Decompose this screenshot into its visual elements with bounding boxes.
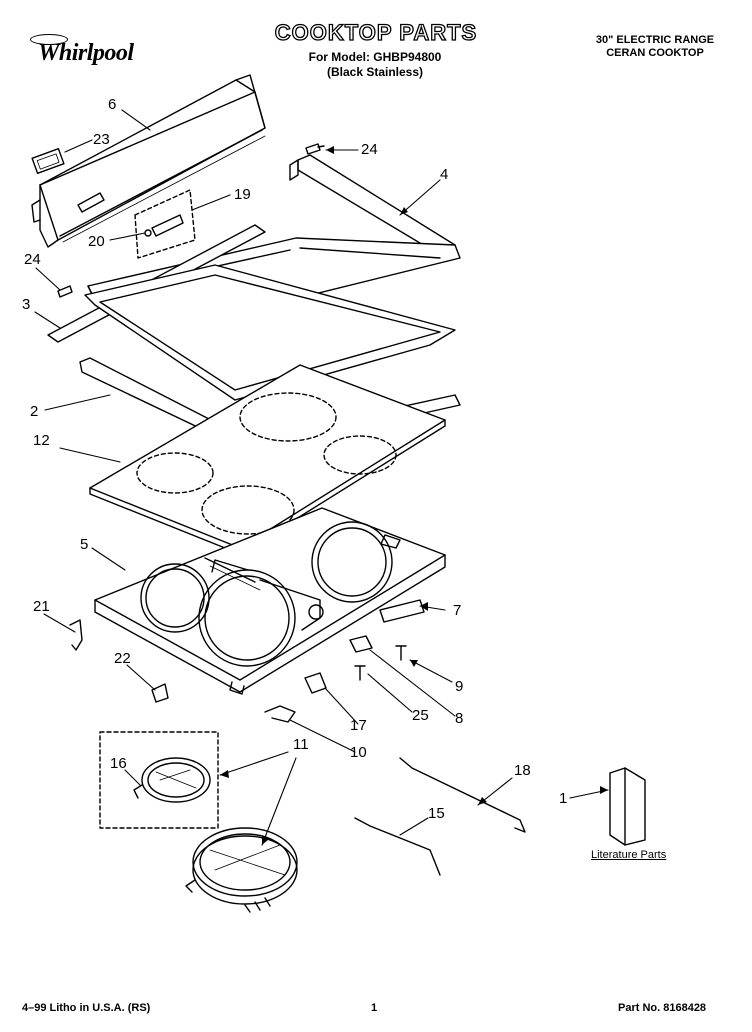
part-22-clip — [151, 683, 169, 703]
part-15-rod — [354, 817, 441, 876]
callout-20: 20 — [88, 233, 105, 250]
part-8-bracket — [349, 635, 373, 653]
brand-name: Whirlpool — [38, 40, 134, 66]
part-21-clip — [69, 619, 83, 651]
callout-18: 18 — [514, 762, 531, 779]
part-1-literature — [609, 767, 646, 846]
part-9-screw — [395, 645, 407, 661]
part-6-backguard — [31, 74, 266, 248]
part-18-rod — [399, 757, 526, 833]
callout-10: 10 — [350, 744, 367, 761]
model-color: (Black Stainless) — [326, 65, 424, 79]
footer-page-number: 1 — [371, 1002, 378, 1014]
part-24-screw-left — [57, 285, 73, 298]
callout-21: 21 — [33, 598, 50, 615]
callout-11: 11 — [293, 736, 309, 753]
callout-22: 22 — [114, 650, 131, 667]
callout-23: 23 — [93, 131, 110, 148]
literature-parts-label: Literature Parts — [591, 849, 667, 861]
part-25-screw — [354, 665, 366, 681]
callout-7: 7 — [453, 602, 462, 619]
model-info: For Model: GHBP94800 (Black Stainless) — [270, 50, 480, 80]
arrowheads — [220, 146, 608, 845]
part-24-screw-top — [305, 143, 325, 155]
callout-8: 8 — [455, 710, 464, 727]
callout-24-top: 24 — [361, 141, 378, 158]
callout-3: 3 — [22, 296, 31, 313]
leader-lines — [34, 109, 609, 846]
range-info: 30" ELECTRIC RANGE CERAN COOKTOP — [570, 34, 740, 60]
part-2-gasket — [79, 264, 461, 453]
footer-part-number: Part No. 8168428 — [618, 1002, 707, 1014]
callout-25: 25 — [412, 707, 429, 724]
part-19-20-group — [134, 189, 196, 259]
part-23-badge — [31, 147, 65, 175]
part-17-connector — [304, 672, 327, 694]
callout-24-left: 24 — [24, 251, 41, 268]
callout-6: 6 — [108, 96, 117, 113]
footer-litho: 4–99 Litho in U.S.A. (RS) — [22, 1002, 151, 1014]
callout-9: 9 — [455, 678, 464, 695]
part-7-bracket — [379, 599, 425, 623]
callout-4: 4 — [440, 166, 449, 183]
model-line: For Model: GHBP94800 — [308, 50, 442, 64]
part-5-burner-box — [94, 507, 446, 695]
part-10-wire-clip — [264, 705, 296, 723]
range-line-1: 30" ELECTRIC RANGE — [595, 34, 715, 46]
callout-1: 1 — [559, 790, 568, 807]
range-line-2: CERAN COOKTOP — [606, 47, 704, 59]
callout-2: 2 — [30, 403, 39, 420]
callout-12: 12 — [33, 432, 50, 449]
callout-19: 19 — [234, 186, 251, 203]
callout-17: 17 — [350, 717, 367, 734]
callout-5: 5 — [80, 536, 89, 553]
part-11-element-large — [185, 827, 298, 913]
logo-oval — [30, 34, 68, 45]
callout-15: 15 — [428, 805, 445, 822]
page-title: COOKTOP PARTS — [274, 19, 478, 45]
part-16-element-small — [99, 731, 219, 829]
callout-16: 16 — [110, 755, 127, 772]
whirlpool-logo: Whirlpool — [30, 34, 150, 70]
